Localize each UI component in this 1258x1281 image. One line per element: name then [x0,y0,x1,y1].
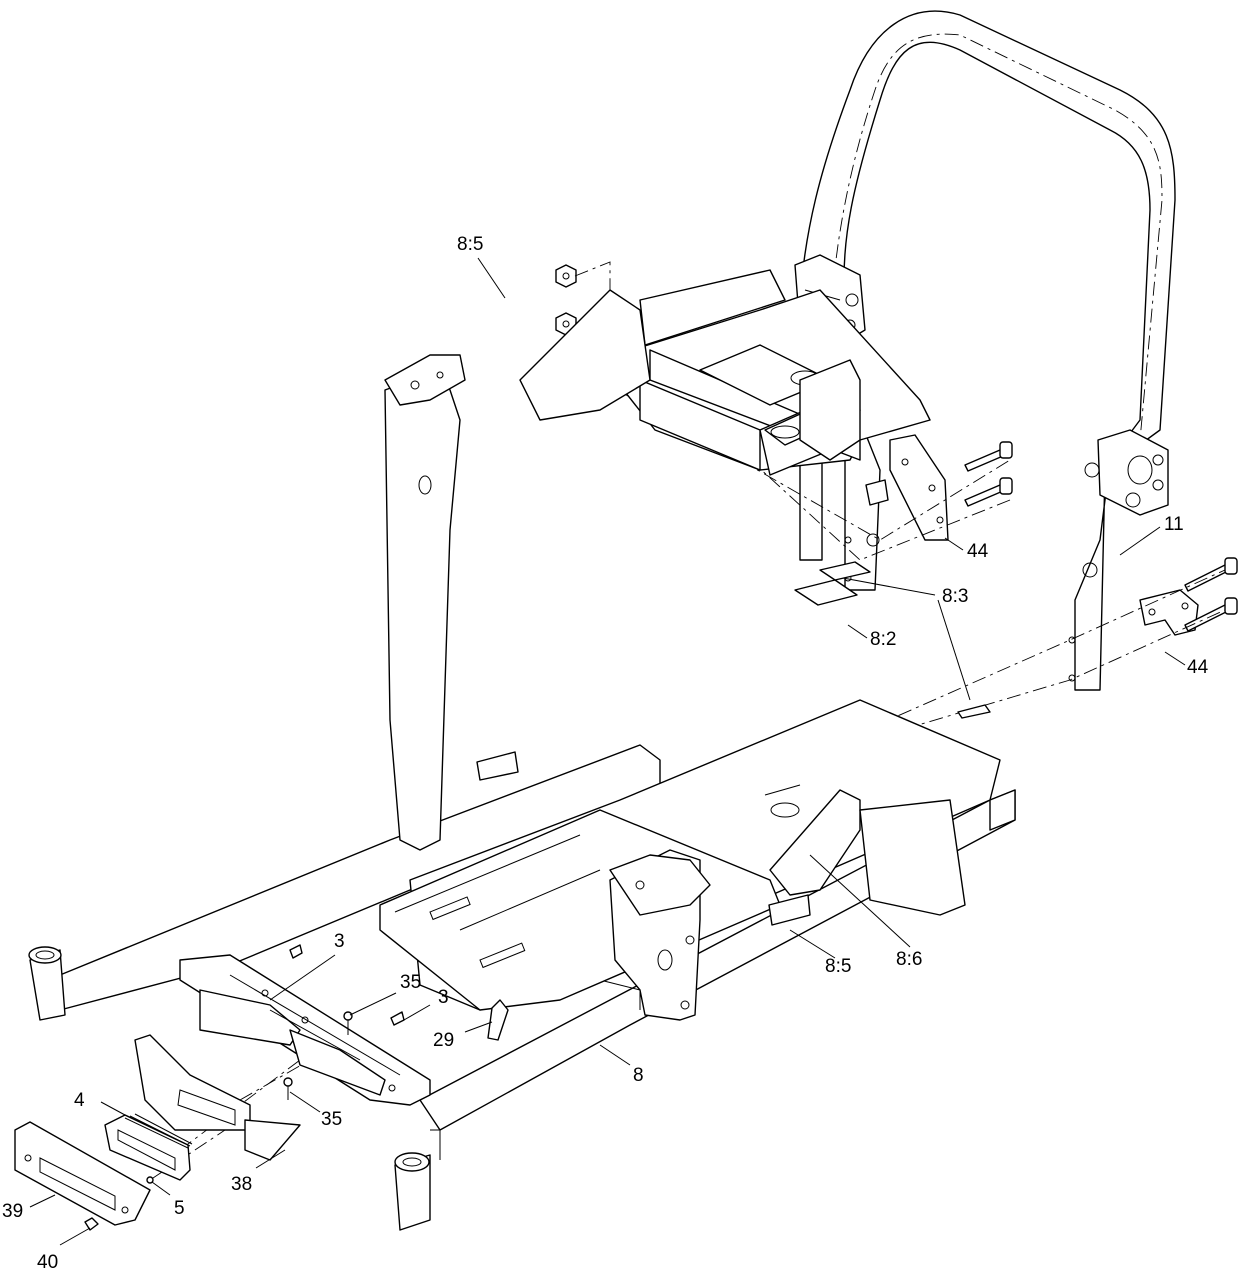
rops-bracket-lower [1139,589,1199,636]
rops-bracket-upper [889,434,949,541]
callout-39: 39 [2,1201,23,1222]
callout-38: 38 [231,1174,252,1195]
callout-44-lower: 44 [1187,657,1209,678]
bolts [964,441,1238,632]
callout-29: 29 [433,1030,454,1051]
decal-8-2 [794,579,858,606]
callout-3-left: 3 [334,931,345,952]
callout-11: 11 [1164,514,1184,535]
nuts [555,264,577,336]
callout-40: 40 [37,1252,58,1273]
leader-lines [29,257,1186,1246]
callout-8: 8 [633,1065,644,1086]
callouts: 11 44 44 8:3 8:2 8:5 8:5 8:6 3 3 35 35 2… [2,234,1209,1273]
callout-35-lower: 35 [321,1109,342,1130]
callout-8-3: 8:3 [942,586,968,607]
main-frame [28,269,1016,1231]
callout-4: 4 [74,1090,85,1111]
callout-8-5-lower: 8:5 [825,956,851,977]
callout-8-6: 8:6 [896,949,922,970]
callout-35-upper: 35 [400,972,421,993]
decal-8-3 [957,704,991,719]
decal-8-5b [768,894,811,926]
callout-3-right: 3 [438,987,449,1008]
decal-8-5a [476,751,519,781]
callout-8-5-upper: 8:5 [457,234,483,255]
callout-5: 5 [174,1198,185,1219]
decals [476,561,991,926]
front-parts [14,944,509,1231]
callout-8-2: 8:2 [870,629,896,650]
callout-44-upper: 44 [967,541,989,562]
